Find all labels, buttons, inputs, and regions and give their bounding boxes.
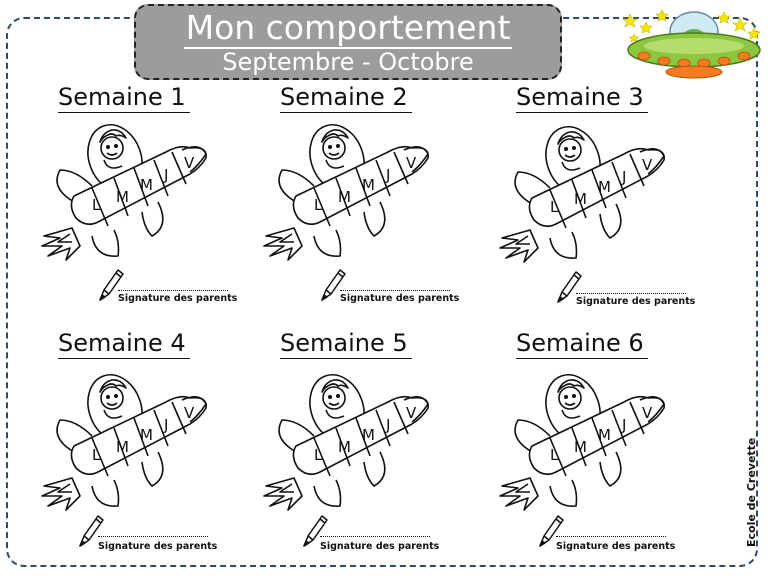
day-letter[interactable]: L <box>92 446 101 464</box>
day-letter[interactable]: M <box>116 438 129 456</box>
signature-line[interactable] <box>340 290 450 291</box>
day-letter[interactable]: L <box>550 198 559 216</box>
pencil-icon <box>300 512 328 548</box>
day-letter[interactable]: M <box>140 426 153 444</box>
day-letter[interactable]: J <box>621 168 626 186</box>
week-title: Semaine 2 <box>280 82 412 113</box>
day-letter[interactable]: M <box>140 176 153 194</box>
signature-line[interactable] <box>320 536 430 537</box>
pencil-icon <box>76 512 104 548</box>
star-icon <box>717 11 731 24</box>
star-icon <box>628 33 640 43</box>
star-icon <box>655 9 669 22</box>
signature-line[interactable] <box>556 536 666 537</box>
signature-label: Signature des parents <box>556 541 676 552</box>
day-letter[interactable]: V <box>406 154 417 172</box>
day-letter[interactable]: J <box>385 166 390 184</box>
star-icon <box>732 17 748 32</box>
day-letter[interactable]: J <box>163 166 168 184</box>
signature-label: Signature des parents <box>320 541 440 552</box>
pencil-icon <box>318 266 346 302</box>
footer-credit: Ecole de Crevette <box>745 437 758 547</box>
day-letter[interactable]: V <box>642 156 653 174</box>
day-letter[interactable]: V <box>406 404 417 422</box>
signature-label: Signature des parents <box>98 541 218 552</box>
signature-line[interactable] <box>118 290 228 291</box>
day-letter[interactable]: L <box>550 446 559 464</box>
pencil-icon <box>96 266 124 302</box>
day-letter[interactable]: M <box>116 188 129 206</box>
week-title: Semaine 3 <box>516 82 648 113</box>
day-letter[interactable]: L <box>92 196 101 214</box>
day-letter[interactable]: M <box>574 438 587 456</box>
day-letter[interactable]: V <box>184 154 195 172</box>
signature-label: Signature des parents <box>118 293 238 304</box>
star-icon <box>622 13 638 28</box>
day-letter[interactable]: V <box>184 404 195 422</box>
signature-label: Signature des parents <box>340 293 460 304</box>
page-title: Mon comportement <box>183 8 513 49</box>
day-letter[interactable]: M <box>598 426 611 444</box>
day-letter[interactable]: M <box>338 438 351 456</box>
page-subtitle: Septembre - Octobre <box>222 48 474 76</box>
day-letter[interactable]: J <box>621 416 626 434</box>
star-icon <box>639 21 653 34</box>
pencil-icon <box>554 268 582 304</box>
day-letter[interactable]: M <box>574 190 587 208</box>
week-title: Semaine 5 <box>280 328 412 359</box>
star-icon <box>747 27 761 40</box>
week-title: Semaine 4 <box>58 328 190 359</box>
day-letter[interactable]: M <box>338 188 351 206</box>
day-letter[interactable]: J <box>385 416 390 434</box>
pencil-icon <box>536 512 564 548</box>
day-letter[interactable]: J <box>163 416 168 434</box>
signature-label: Signature des parents <box>576 296 696 307</box>
title-box: Mon comportement Septembre - Octobre <box>134 4 562 80</box>
day-letter[interactable]: M <box>362 426 375 444</box>
signature-line[interactable] <box>576 293 686 294</box>
signature-line[interactable] <box>98 536 208 537</box>
week-title: Semaine 6 <box>516 328 648 359</box>
day-letter[interactable]: M <box>362 176 375 194</box>
ufo-icon <box>622 9 761 79</box>
day-letter[interactable]: M <box>598 178 611 196</box>
day-letter[interactable]: L <box>314 446 323 464</box>
day-letter[interactable]: L <box>314 196 323 214</box>
week-title: Semaine 1 <box>58 82 190 113</box>
day-letter[interactable]: V <box>642 404 653 422</box>
